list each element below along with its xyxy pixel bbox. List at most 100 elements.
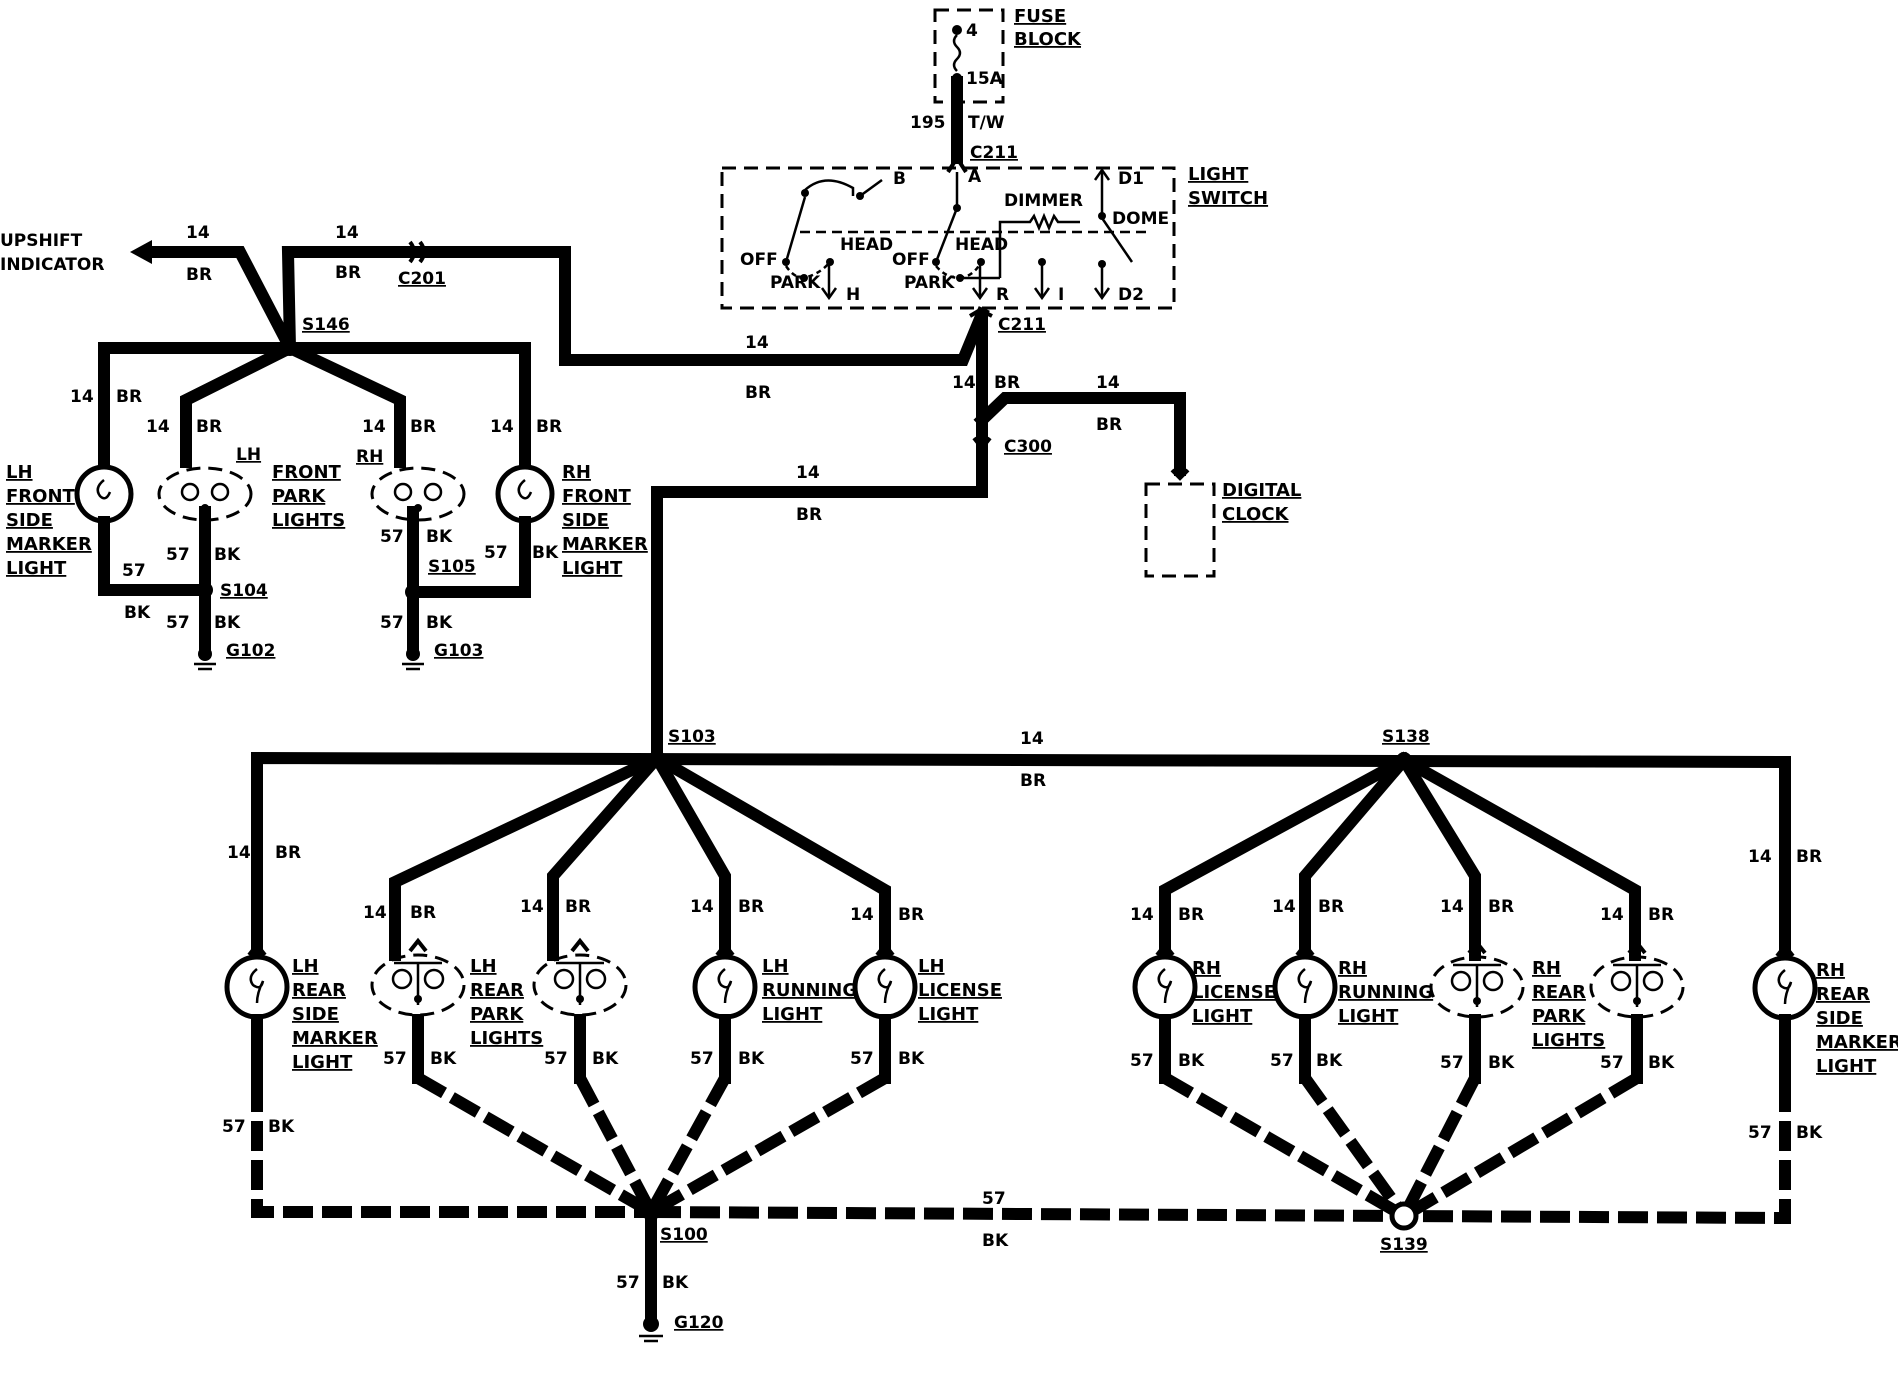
filament-icon [1157,968,1173,1004]
switch-link [804,179,855,196]
bulb-contact [1633,997,1641,1005]
lh-rear-park-label: LH [470,956,497,977]
bulb-icon [495,464,555,524]
filament-icon [553,968,575,990]
rh-front-marker-label: MARKER [562,534,648,555]
rh-front-side-marker-bulb [495,464,555,524]
wire-color: BK [982,1231,1009,1251]
rh-rear-park-2-bulb [1589,955,1685,1019]
light-switch-title: SWITCH [1188,188,1268,209]
switch-contact [932,258,940,266]
wire-gauge: 14 [850,905,874,925]
wire-color: BK [1648,1053,1675,1073]
rear-br-bus [251,751,1791,966]
filament-icon [249,968,265,1004]
switch-blade [784,196,807,263]
splice-s138-label: S138 [1382,727,1430,747]
filament-icon [517,479,533,500]
switch-link [859,178,883,198]
switch-contact [801,189,809,197]
front-park-label: LIGHTS [272,510,345,531]
rh-running-bulb [1272,954,1338,1020]
s100-s139-ground-run [650,1206,1405,1222]
term-h-label: H [846,285,860,305]
light-switch-title: LIGHT [1188,164,1249,185]
wire-gauge: 14 [796,463,820,483]
switch-contact [1098,212,1106,220]
rh-rear-park-1-connector-icon [1467,939,1487,955]
filament-icon [585,968,607,990]
wire-gauge: 14 [1600,905,1624,925]
wire-gauge: 14 [362,417,386,437]
filament-icon [96,479,112,500]
switch-head-label: HEAD [840,235,893,255]
rh-license-label: LICENSE [1192,982,1276,1003]
rh-rear-marker-label: MARKER [1816,1032,1898,1053]
dimmer-rheostat [998,212,1080,278]
ground-g102-label: G102 [226,641,275,661]
upshift-arrow-icon [130,240,152,264]
lh-running-bulb [692,954,758,1020]
wire-color: BK [426,613,453,633]
rh-front-marker-label: SIDE [562,510,609,531]
connector-arrow [1170,468,1190,481]
wire-gauge: 14 [745,333,769,353]
rh-marker-ground-run [1403,1082,1791,1225]
wire-gauge: 14 [520,897,544,917]
ground-g103-label: G103 [434,641,483,661]
lh-front-side-marker-bulb [74,464,134,524]
rh-license-ground-run [1161,1072,1408,1222]
wire-color: BR [335,263,361,283]
filament-icon [1450,970,1472,992]
lh-front-marker-label: MARKER [6,534,92,555]
dome-label: DOME [1112,209,1169,229]
wire-gauge: 57 [850,1049,874,1069]
wire-gauge: 57 [380,527,404,547]
filament-icon [1642,970,1664,992]
lh-rear-marker-label: LIGHT [292,1052,353,1073]
wire-color: BK [214,545,241,565]
wire-color: BK [1796,1123,1823,1143]
dimmer-label: DIMMER [1004,191,1083,211]
wire-gauge: 57 [1440,1053,1464,1073]
term-d2-label: D2 [1118,285,1144,305]
rh-rear-side-marker-connector-icon [1775,942,1795,958]
wire-gauge: 14 [1440,897,1464,917]
lh-rear-park-label: LIGHTS [470,1028,543,1049]
wire-color: BK [1488,1053,1515,1073]
rh-front-marker-label: FRONT [562,486,632,507]
splice-s104 [197,582,213,598]
ground-g120-icon [639,1316,663,1343]
lh-marker-ground-run [251,1082,651,1218]
lh-rear-marker-label: REAR [292,980,346,1001]
upshift-label: UPSHIFT [0,231,83,251]
switch-link [784,261,831,280]
lh-rear-side-marker-bulb [224,954,290,1020]
wire-color: BK [662,1273,689,1293]
switch-park-label: PARK [904,273,955,293]
lh-park2-ground-run [574,1075,657,1215]
ground-g103-icon [402,647,424,671]
filament-icon [877,968,893,1004]
rh-front-marker-label: RH [562,462,591,483]
rh-running-ground-run [1300,1074,1409,1220]
term-r-label: R [996,285,1009,305]
wire-color: BK [532,543,559,563]
wire-color: BR [1488,897,1514,917]
connector-c211-top: C211 [970,143,1018,163]
fuse-block-title: BLOCK [1014,29,1082,50]
clock-feed-wire [973,392,1186,476]
wire-gauge: 14 [186,223,210,243]
rear-ground-stubs [251,1014,1791,1088]
rh-running-feed [1299,751,1413,961]
wire-color: BR [898,905,924,925]
lh-rear-park1-feed [389,750,665,961]
rh-running-connector-icon [1295,941,1315,957]
wire-gauge: 57 [222,1117,246,1137]
splice-s139-label: S139 [1380,1235,1428,1255]
bulb-housing [370,953,466,1017]
bulb-icon [74,464,134,524]
wire-gauge: 57 [616,1273,640,1293]
lh-rear-marker-label: LH [292,956,319,977]
lh-license-connector-icon [875,941,895,957]
